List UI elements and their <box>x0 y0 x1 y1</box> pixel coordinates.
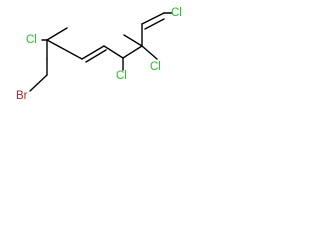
chlorine-label: Cl <box>171 7 182 19</box>
molecule-structure: Cl Cl Cl Cl Br <box>16 7 182 102</box>
chlorine-label: Cl <box>116 70 127 82</box>
bond <box>141 45 158 60</box>
bond <box>103 45 124 59</box>
bond <box>122 45 143 59</box>
bond <box>29 74 48 92</box>
chlorine-label: Cl <box>26 34 37 46</box>
atom-labels: Cl Cl Cl Cl Br <box>16 7 182 102</box>
bond <box>46 27 68 41</box>
bond <box>46 39 83 60</box>
bond <box>123 34 143 47</box>
bond <box>81 45 105 60</box>
chlorine-label: Cl <box>150 61 161 73</box>
bond <box>144 18 165 30</box>
bond <box>141 12 165 25</box>
bond <box>85 49 107 63</box>
bromine-label: Br <box>16 90 28 102</box>
bond-skeleton <box>29 12 173 92</box>
